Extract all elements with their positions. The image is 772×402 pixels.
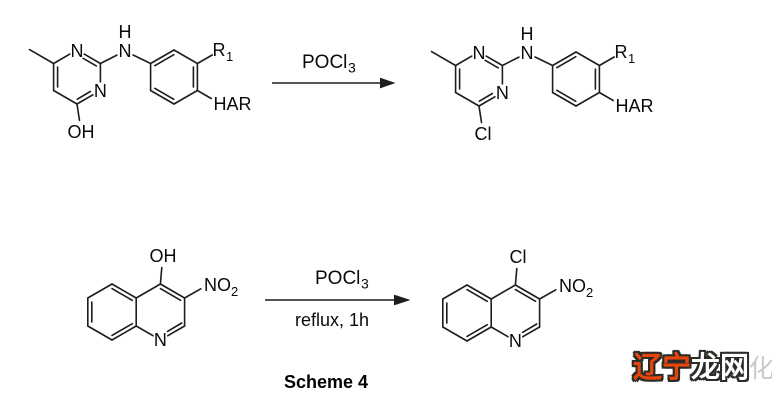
r1-subscript: 1 xyxy=(628,51,635,66)
reaction1-arrow: POCl 3 xyxy=(272,52,396,89)
hydroxyl-label: OH xyxy=(68,122,95,142)
har-label: HAR xyxy=(616,96,654,116)
reagent-subscript: 3 xyxy=(361,276,369,292)
chloro-label: Cl xyxy=(510,247,527,267)
r1-subscript: 1 xyxy=(226,49,233,64)
watermark-text-primary: 辽宁 xyxy=(633,350,692,384)
ring-nitrogen-label: N xyxy=(71,41,84,61)
r1-label: R xyxy=(615,42,628,62)
watermark-text-faint: 化 xyxy=(749,354,772,383)
ring-nitrogen-label: N xyxy=(154,330,167,350)
watermark-text-secondary: 龙网 xyxy=(691,350,750,384)
arrow-head-icon xyxy=(380,77,396,89)
amine-h-label: H xyxy=(119,22,132,42)
nitro-subscript: 2 xyxy=(586,285,593,300)
ring-nitrogen-label: N xyxy=(94,81,107,101)
pyrimidinol-skeleton xyxy=(28,48,213,122)
conditions-label: reflux, 1h xyxy=(295,310,369,330)
ring-nitrogen-label: N xyxy=(473,43,486,63)
reagent-subscript: 3 xyxy=(348,60,356,76)
ring-nitrogen-label: N xyxy=(509,331,522,351)
reaction2-product-structure: Cl N NO 2 xyxy=(442,247,593,351)
ring-nitrogen-label: N xyxy=(496,83,509,103)
nitro-subscript: 2 xyxy=(231,284,238,299)
chloronitroquinoline-skeleton xyxy=(442,267,557,342)
amine-n-label: N xyxy=(119,41,132,61)
arrow-head-icon xyxy=(394,294,411,306)
r1-label: R xyxy=(213,40,226,60)
amine-n-label: N xyxy=(521,43,534,63)
nitro-label: NO xyxy=(204,275,231,295)
chloropyrimidine-skeleton xyxy=(430,50,615,124)
amine-h-label: H xyxy=(521,24,534,44)
har-label: HAR xyxy=(214,94,252,114)
reaction1-product-structure: N N H N Cl R 1 HAR xyxy=(430,24,654,144)
scheme-caption: Scheme 4 xyxy=(284,372,368,392)
reagent-label: POCl xyxy=(315,268,360,289)
reaction1-reactant-structure: N N H N OH R 1 HAR xyxy=(28,22,252,142)
nitro-label: NO xyxy=(559,276,586,296)
hydroxyl-label: OH xyxy=(150,246,177,266)
watermark: 辽宁龙网化 xyxy=(633,350,772,386)
hydroxynitroquinoline-skeleton xyxy=(87,266,202,341)
reagent-label: POCl xyxy=(302,52,347,73)
reaction2-reactant-structure: OH N NO 2 xyxy=(87,246,238,350)
chloro-label: Cl xyxy=(475,124,492,144)
reaction2-arrow: POCl 3 reflux, 1h xyxy=(265,268,411,330)
